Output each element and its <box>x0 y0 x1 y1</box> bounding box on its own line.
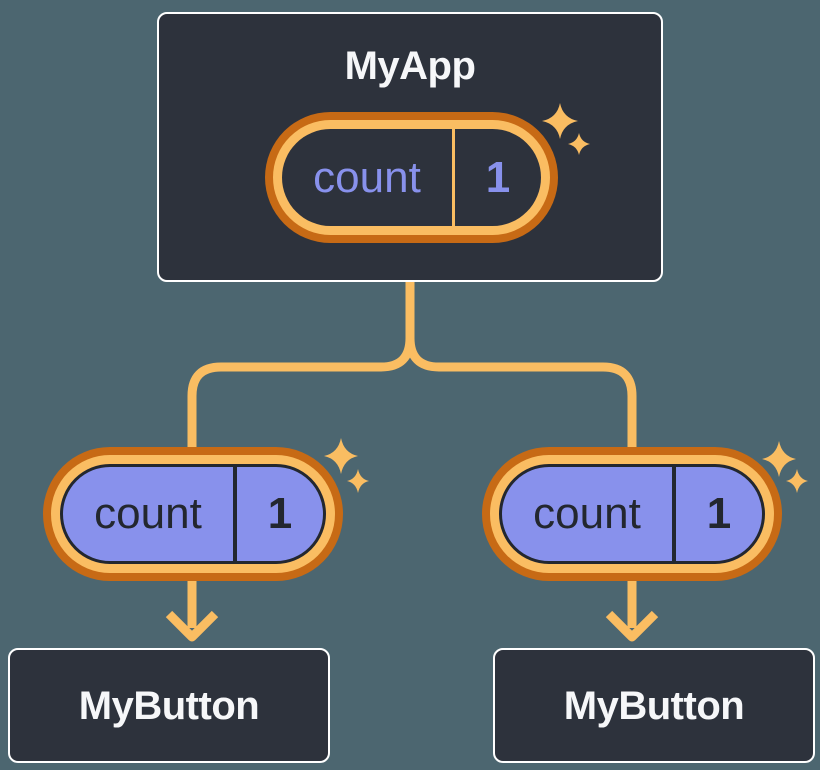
pill-divider <box>672 467 676 561</box>
pill-body: count 1 <box>499 464 765 564</box>
component-node-mybutton-right: MyButton <box>493 648 815 763</box>
prop-name: count <box>533 489 641 538</box>
prop-value: 1 <box>267 489 293 538</box>
pill-body: count 1 <box>60 464 326 564</box>
component-title: MyApp <box>344 44 476 88</box>
component-title: MyButton <box>78 683 260 728</box>
pill-ring: count 1 <box>51 455 335 573</box>
state-value: 1 <box>485 152 511 202</box>
prop-pill-left: count 1 <box>43 447 343 581</box>
pill-ring: count 1 <box>490 455 774 573</box>
arrow-down-icon <box>605 610 659 642</box>
state-pill: count 1 <box>265 112 558 243</box>
pill-divider <box>452 129 455 226</box>
pill-body: count 1 <box>282 129 541 226</box>
component-node-mybutton-left: MyButton <box>8 648 330 763</box>
arrow-down-icon <box>165 610 219 642</box>
prop-pill-right: count 1 <box>482 447 782 581</box>
prop-value: 1 <box>706 489 732 538</box>
component-title: MyButton <box>563 683 745 728</box>
prop-name: count <box>94 489 202 538</box>
component-node-myapp: MyApp count 1 <box>157 12 663 282</box>
pill-ring: count 1 <box>273 120 550 235</box>
state-name: count <box>313 152 421 202</box>
